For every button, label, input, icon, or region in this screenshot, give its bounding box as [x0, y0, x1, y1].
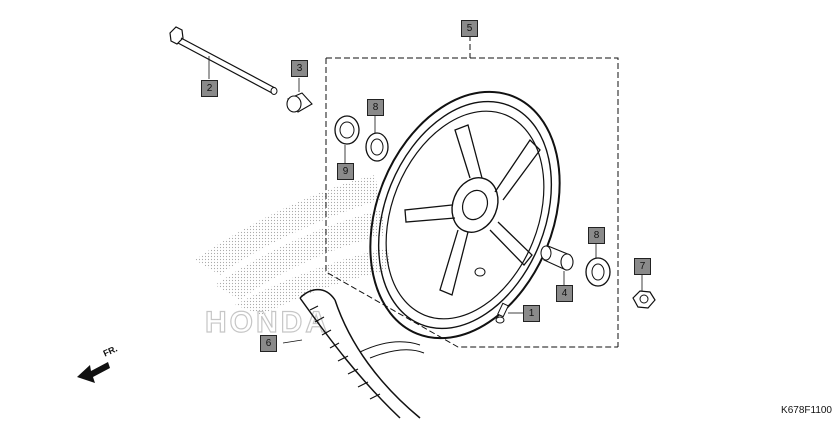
assembly-outline [325, 35, 619, 348]
callout-5: 5 [461, 20, 478, 37]
collar-part [286, 78, 313, 113]
front-direction-arrow-icon [77, 362, 110, 383]
callout-4: 4 [556, 285, 573, 302]
callout-1: 1 [523, 305, 540, 322]
honda-watermark-text: HONDA [205, 306, 330, 339]
callout-3: 3 [291, 60, 308, 77]
callout-7: 7 [634, 258, 651, 275]
diagram-code: K678F1100 [781, 405, 832, 416]
bearing-left-part [365, 116, 389, 162]
axle-nut-part [632, 275, 656, 309]
tire-part [282, 288, 425, 419]
callout-2: 2 [201, 80, 218, 97]
bearing-right-part [585, 244, 611, 287]
honda-wing-watermark: HONDA [195, 175, 390, 340]
valve-part [495, 302, 524, 324]
axle-part [169, 26, 278, 95]
callout-8-right: 8 [588, 227, 605, 244]
callout-8-left: 8 [367, 99, 384, 116]
side-collar-part [540, 245, 574, 285]
dust-seal-part [334, 115, 360, 163]
callout-6: 6 [260, 335, 277, 352]
callout-9: 9 [337, 163, 354, 180]
